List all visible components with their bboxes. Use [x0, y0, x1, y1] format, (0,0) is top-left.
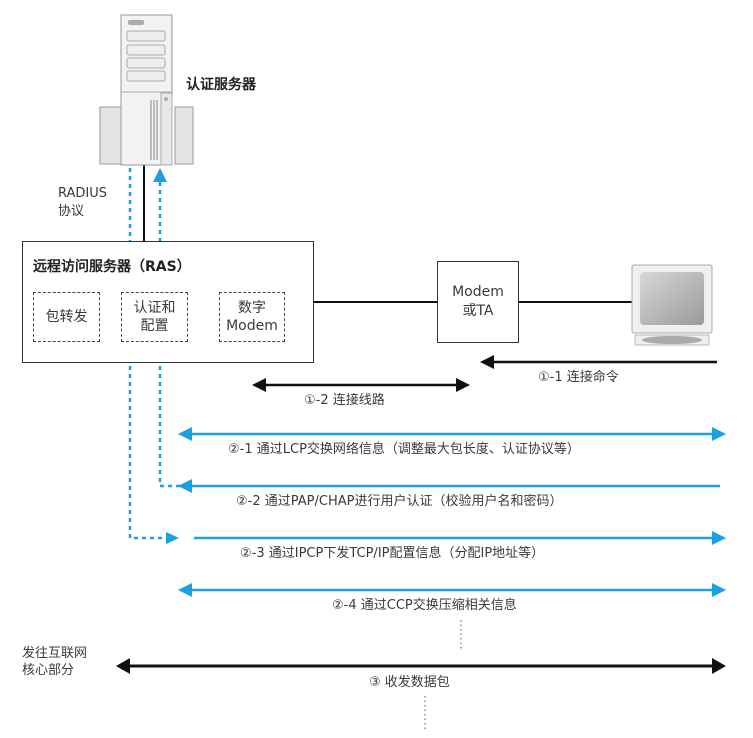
dashed-line-ipcp — [128, 366, 165, 540]
step-1-2-label: ①-2 连接线路 — [304, 393, 385, 408]
ras-box: 远程访问服务器（RAS） 包转发 认证和 配置 数字 Modem — [22, 241, 314, 363]
server-tower-icon — [99, 14, 194, 166]
arrowhead-left-icon — [178, 427, 192, 441]
arrowhead-right-icon — [712, 531, 726, 545]
step-1-1-label: ①-1 连接命令 — [538, 370, 619, 385]
arrowhead-right-icon — [166, 532, 179, 544]
ras-module-packet-forwarding: 包转发 — [33, 292, 100, 342]
arrowhead-left-icon — [116, 658, 130, 674]
radius-protocol-label: RADIUS — [58, 186, 108, 201]
radius-protocol-label-sub: 协议 — [58, 204, 85, 219]
arrowhead-left-icon — [178, 583, 192, 597]
modem-ta-box: Modem 或TA — [437, 261, 519, 343]
radius-arrow-up-icon — [153, 168, 167, 182]
auth-server-label: 认证服务器 — [186, 77, 256, 93]
arrowhead-left-icon — [178, 479, 192, 493]
computer-monitor-icon — [631, 264, 713, 346]
internet-core-label: 发往互联网 — [22, 646, 88, 661]
ras-module-auth-config: 认证和 配置 — [121, 292, 188, 342]
step-2-3-label: ②-3 通过IPCP下发TCP/IP配置信息（分配IP地址等） — [240, 546, 545, 561]
arrowhead-left-icon — [480, 355, 494, 369]
step-3-label: ③ 收发数据包 — [369, 675, 450, 690]
dashed-line-auth — [158, 366, 180, 488]
arrowhead-right-icon — [456, 378, 470, 392]
step-2-4-label: ②-4 通过CCP交换压缩相关信息 — [332, 598, 517, 613]
ras-title: 远程访问服务器（RAS） — [33, 259, 191, 275]
internet-core-label-sub: 核心部分 — [22, 663, 75, 678]
step-2-2-label: ②-2 通过PAP/CHAP进行用户认证（校验用户名和密码） — [236, 494, 563, 509]
step-2-1-label: ②-1 通过LCP交换网络信息（调整最大包长度、认证协议等） — [228, 442, 580, 457]
arrowhead-left-icon — [252, 378, 266, 392]
arrowhead-right-icon — [712, 427, 726, 441]
arrowhead-right-icon — [712, 658, 726, 674]
ras-module-digital-modem: 数字 Modem — [219, 292, 285, 342]
arrowhead-right-icon — [712, 583, 726, 597]
